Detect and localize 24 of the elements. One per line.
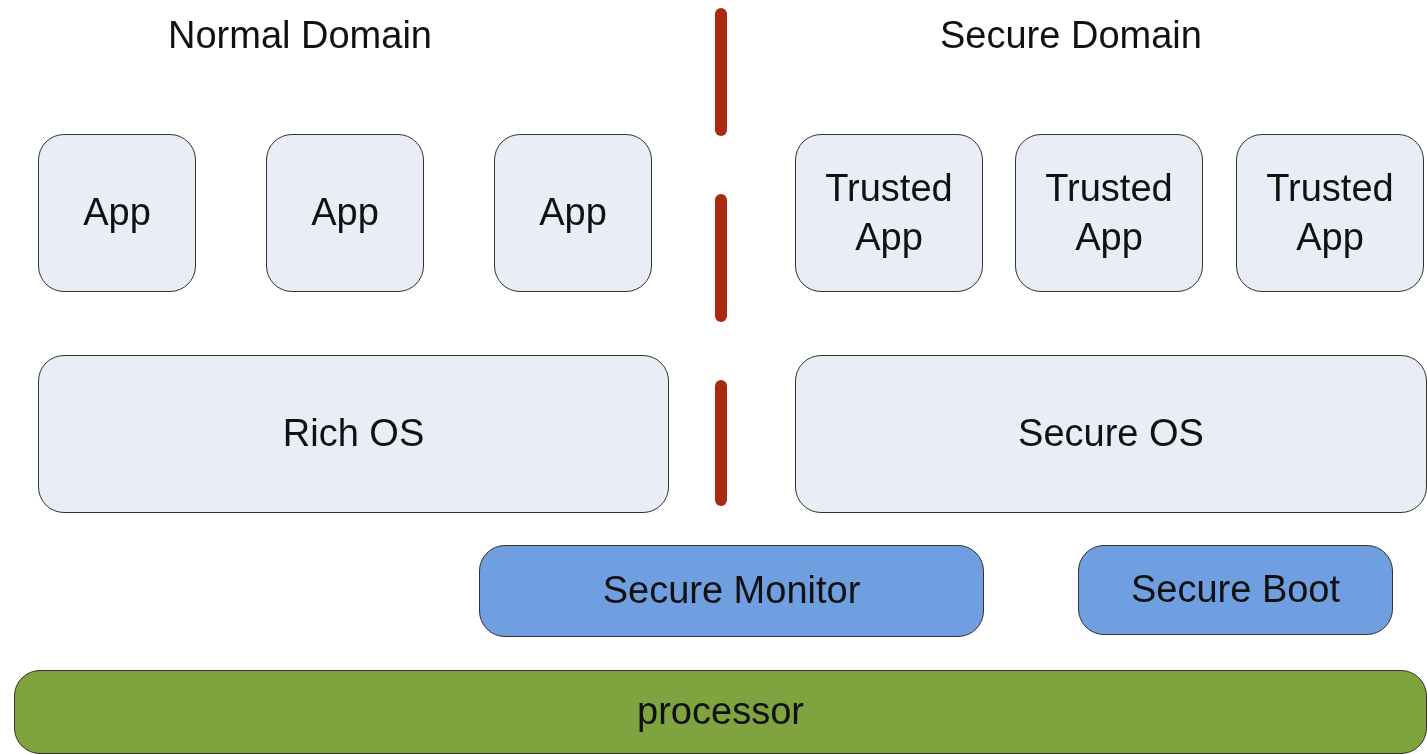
box-label: processor — [637, 689, 804, 735]
box-label: Secure Boot — [1130, 567, 1341, 613]
box-label: App — [311, 190, 379, 236]
box-label: App — [83, 190, 151, 236]
processor-bar — [14, 670, 1427, 754]
box-label: Rich OS — [282, 411, 425, 457]
box-label: App — [539, 190, 607, 236]
os-box — [795, 355, 1427, 513]
box-label: Trusted App — [1044, 165, 1174, 260]
trusted-app-box — [1236, 134, 1424, 292]
app-box — [494, 134, 652, 292]
box-label: Trusted App — [1265, 165, 1395, 260]
trusted-app-box — [1015, 134, 1203, 292]
os-box — [38, 355, 669, 513]
domain-heading: Normal Domain — [168, 14, 432, 57]
monitor-box — [479, 545, 984, 637]
app-box — [266, 134, 424, 292]
boot-box — [1078, 545, 1393, 635]
app-box — [38, 134, 196, 292]
box-label: Secure Monitor — [602, 568, 861, 614]
domain-heading: Secure Domain — [940, 14, 1202, 57]
box-label: Trusted App — [824, 165, 954, 260]
trusted-app-box — [795, 134, 983, 292]
box-label: Secure OS — [1018, 411, 1204, 457]
